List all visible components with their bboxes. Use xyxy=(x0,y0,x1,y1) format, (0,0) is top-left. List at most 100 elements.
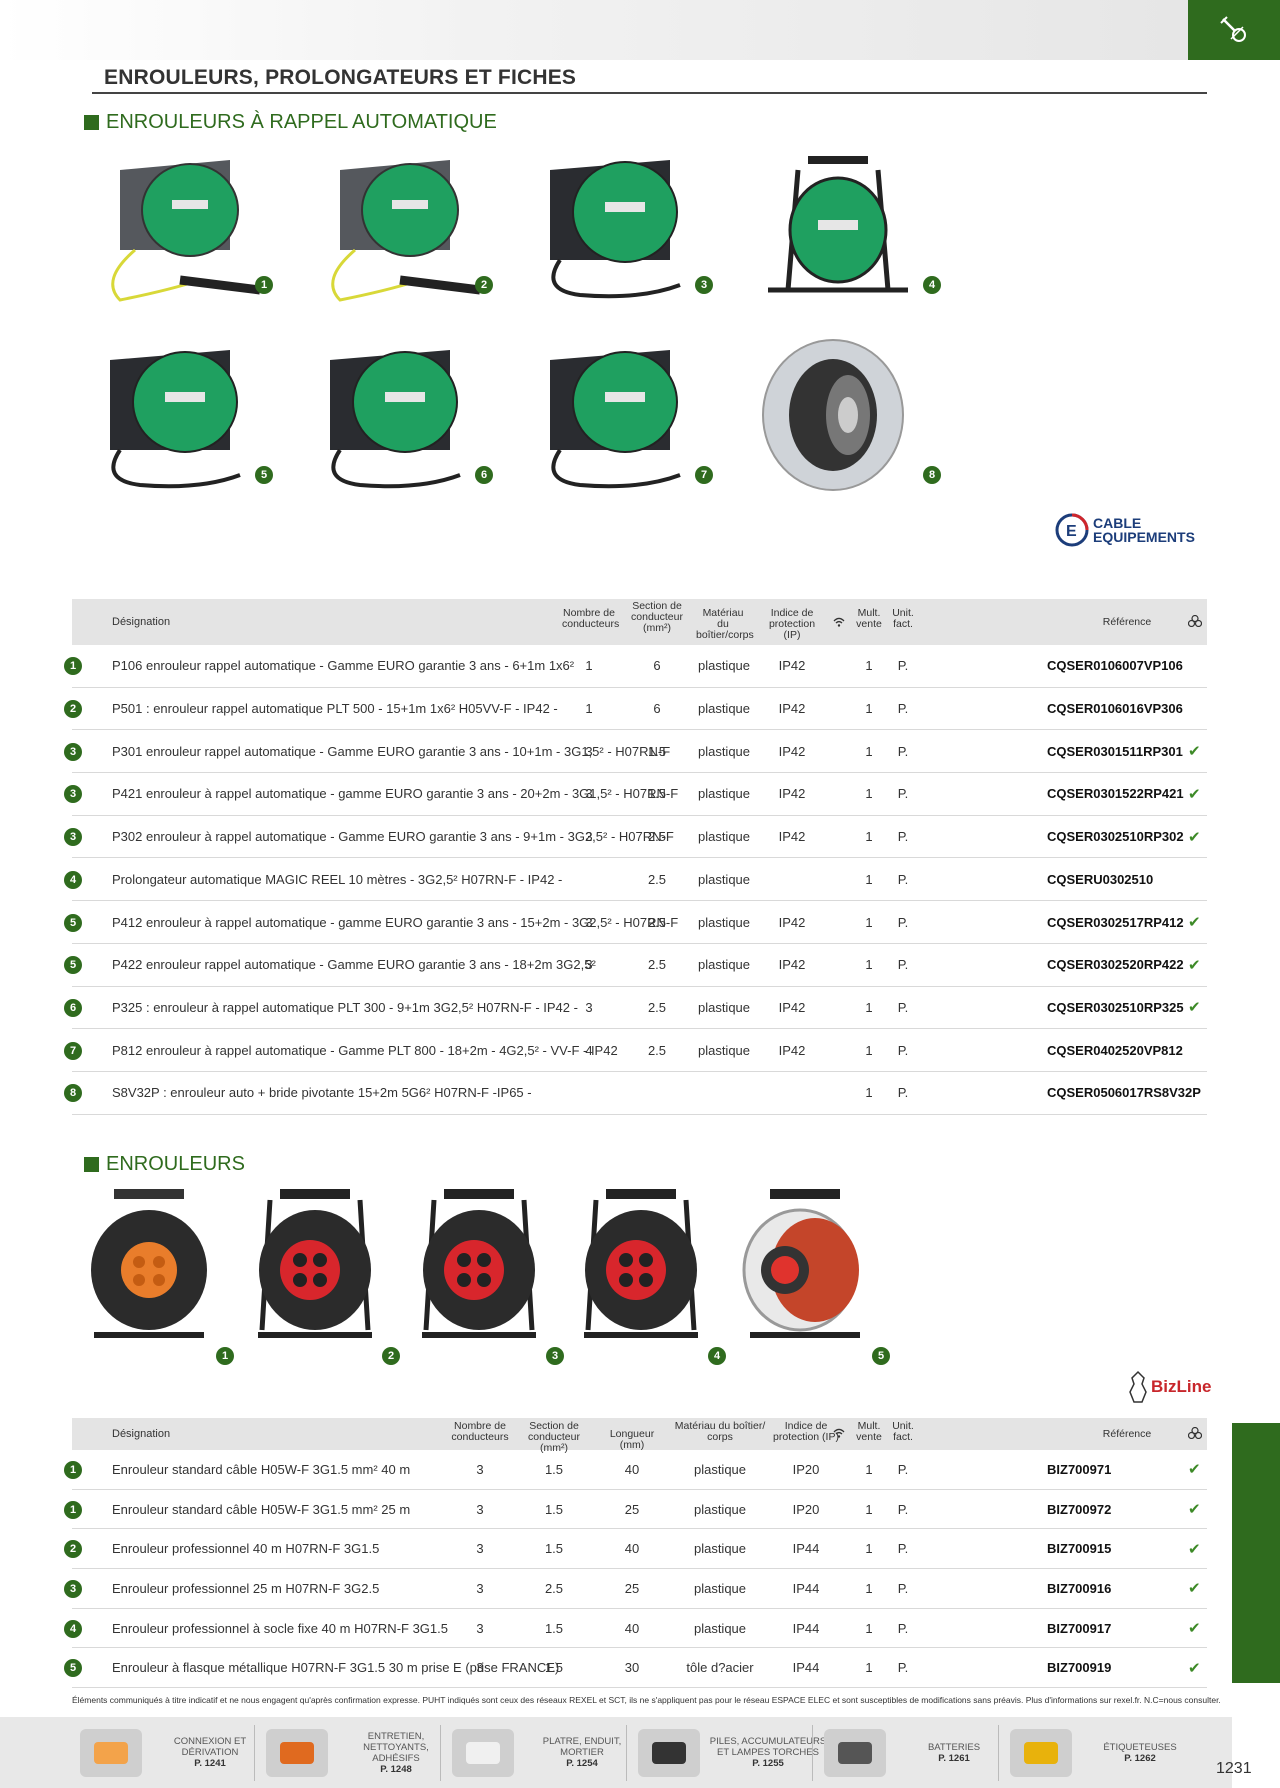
row-number-badge: 3 xyxy=(64,1579,82,1598)
cell-designation: Enrouleur standard câble H05W-F 3G1.5 mm… xyxy=(112,1501,411,1517)
heading-square xyxy=(84,115,99,130)
row-number-badge: 3 xyxy=(64,742,82,761)
cell-indice: IP42 xyxy=(778,914,806,930)
cell-conducteurs xyxy=(562,859,616,901)
side-tab[interactable] xyxy=(1232,1423,1280,1683)
disclaimer: Éléments communiqués à titre indicatif e… xyxy=(72,1695,1221,1705)
section2-heading-text: ENROULEURS xyxy=(106,1153,245,1175)
row-number-badge: 1 xyxy=(64,1460,82,1479)
cable-equipements-logo: E CABLE EQUIPEMENTS xyxy=(1055,513,1195,547)
th-indice: Indice de protection (IP) xyxy=(768,607,816,641)
cell-materiau: plastique xyxy=(697,701,751,717)
cell-designation: Enrouleur professionnel 25 m H07RN-F 3G2… xyxy=(112,1580,380,1596)
table-row[interactable]: 4 Prolongateur automatique MAGIC REEL 10 … xyxy=(64,859,1207,902)
table-row[interactable]: 1 Enrouleur standard câble H05W-F 3G1.5 m… xyxy=(64,1490,1207,1530)
cell-unit: P. xyxy=(897,999,909,1015)
red-socket-reel-icon xyxy=(240,1180,390,1355)
cell-unit: P. xyxy=(897,1461,909,1477)
cell-indice: IP42 xyxy=(778,743,806,759)
cell-materiau: plastique xyxy=(697,871,751,887)
cell-unit: P. xyxy=(897,1042,909,1058)
cell-designation: Prolongateur automatique MAGIC REEL 10 m… xyxy=(112,871,563,887)
cell-longueur: 40 xyxy=(624,1620,640,1636)
cell-longueur: 30 xyxy=(624,1660,640,1676)
cable-equipements-icon: E xyxy=(1055,513,1089,547)
cell-materiau: plastique xyxy=(697,786,751,802)
footer-page: P. 1248 xyxy=(380,1763,412,1775)
cell-unit: P. xyxy=(897,871,909,887)
reel-on-stand-icon xyxy=(748,140,928,315)
tools-icon xyxy=(1220,16,1246,42)
red-socket-reel-icon xyxy=(404,1180,554,1355)
th-conducteurs: Nombre de conducteurs xyxy=(451,1420,509,1443)
cell-unit: P. xyxy=(897,1541,909,1557)
cell-conducteurs: 1 xyxy=(585,658,593,674)
cell-mult: 1 xyxy=(865,1541,873,1557)
cell-indice: IP42 xyxy=(778,829,806,845)
cell-conducteurs: 3 xyxy=(476,1461,484,1477)
top-band xyxy=(0,0,1188,60)
cell-reference: CQSER0506017RS8V32P xyxy=(1047,1085,1201,1101)
cell-reference: CQSER0302510RP325 xyxy=(1047,999,1184,1015)
th-conducteurs: Nombre de conducteurs xyxy=(562,607,620,630)
row-number-badge: 5 xyxy=(64,956,82,975)
image-number-badge: 3 xyxy=(546,1347,564,1365)
footer-page: P. 1262 xyxy=(1124,1752,1156,1764)
cell-mult: 1 xyxy=(865,871,873,887)
cell-section: 2.5 xyxy=(647,957,667,973)
cell-longueur: 40 xyxy=(624,1461,640,1477)
cell-materiau: plastique xyxy=(697,957,751,973)
image-number-badge: 6 xyxy=(475,466,493,484)
table-row[interactable]: 3 Enrouleur professionnel 25 m H07RN-F 3G… xyxy=(64,1569,1207,1609)
cell-materiau: plastique xyxy=(693,1580,747,1596)
check-icon xyxy=(1188,859,1204,901)
cell-conducteurs: 4 xyxy=(585,1042,593,1058)
th-mult: Mult. vente xyxy=(856,607,882,630)
footer-separator xyxy=(254,1725,255,1781)
cell-section: 2.5 xyxy=(647,871,667,887)
cell-unit: P. xyxy=(897,743,909,759)
cell-mult: 1 xyxy=(865,914,873,930)
cell-section: 1.5 xyxy=(544,1461,564,1477)
check-icon: ✔ xyxy=(1188,914,1201,932)
footer-separator xyxy=(812,1725,813,1781)
cell-mult: 1 xyxy=(865,1660,873,1676)
cell-section: 1.5 xyxy=(544,1541,564,1557)
row-number-badge: 4 xyxy=(64,870,82,889)
image-number-badge: 4 xyxy=(923,276,941,294)
cell-indice: IP42 xyxy=(778,701,806,717)
category-tab[interactable] xyxy=(1188,0,1280,60)
image-number-badge: 1 xyxy=(216,1347,234,1365)
cell-mult: 1 xyxy=(865,658,873,674)
reel-with-plug-icon xyxy=(300,330,480,505)
th-unit: Unit. fact. xyxy=(892,607,914,630)
cell-indice: IP20 xyxy=(792,1501,820,1517)
section1-heading-text: ENROULEURS À RAPPEL AUTOMATIQUE xyxy=(106,111,497,133)
cell-conducteurs xyxy=(562,1072,616,1114)
section1-heading: ENROULEURS À RAPPEL AUTOMATIQUE xyxy=(84,111,497,134)
page-number: 1231 xyxy=(1216,1760,1252,1777)
row-number-badge: 1 xyxy=(64,1500,82,1519)
th-materiau: Matériau du boîtier/corps xyxy=(696,607,754,641)
cell-section: 2.5 xyxy=(647,999,667,1015)
